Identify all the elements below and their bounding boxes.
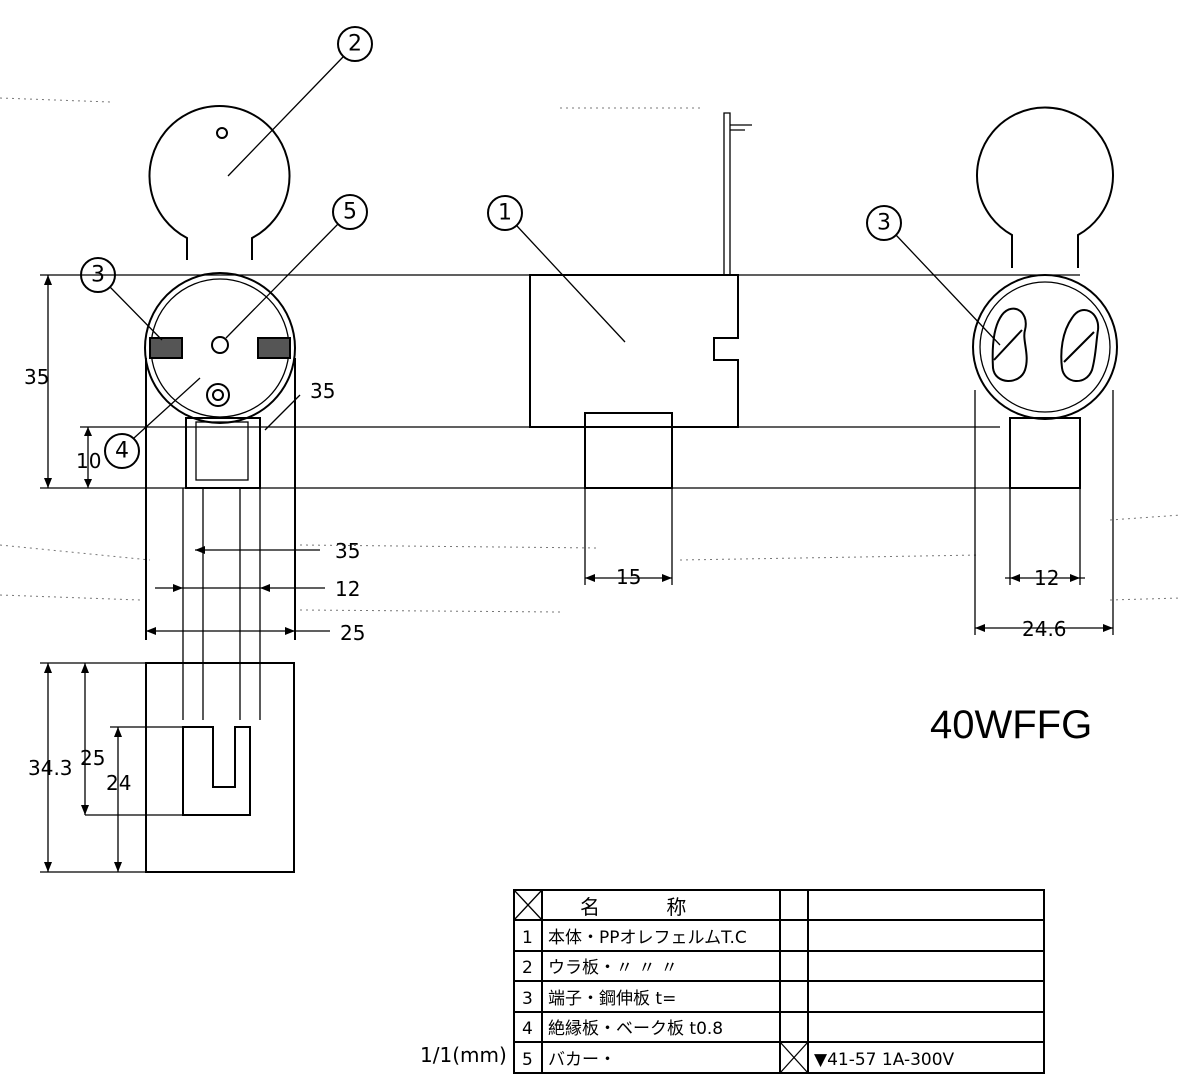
table-row-name: ウラ板・〃 〃 〃 <box>548 958 678 978</box>
front-view-dimensions: 35 10 35 35 12 25 <box>24 275 365 645</box>
table-row-no: 3 <box>522 989 533 1009</box>
callout-3-right: 3 <box>866 205 1001 346</box>
callout-1: 1 <box>487 195 626 343</box>
parts-table: 名 称 1 本体・PPオレフェルムT.C 2 ウラ板・〃 〃 〃 3 端子・鋼伸… <box>513 889 1045 1074</box>
dim-width-pin: 35 <box>335 539 360 563</box>
bottom-view: 34.3 25 24 <box>28 662 295 873</box>
table-row-no: 4 <box>522 1019 533 1039</box>
scale-note: 1/1(mm) <box>420 1043 507 1067</box>
svg-text:2: 2 <box>348 32 362 57</box>
table-row-name: 本体・PPオレフェルムT.C <box>548 928 747 948</box>
model-label: 40WFFG <box>930 703 1092 747</box>
dim-width-right-inner: 12 <box>1034 566 1059 590</box>
svg-text:4: 4 <box>115 439 129 464</box>
svg-text:3: 3 <box>877 211 891 236</box>
side-view: 15 <box>529 112 752 589</box>
construction-lines <box>0 97 1181 613</box>
callout-3-left: 3 <box>80 257 163 341</box>
dim-width-side-base: 15 <box>616 565 641 589</box>
table-row-no: 2 <box>522 958 533 978</box>
dim-bottom-total: 34.3 <box>28 756 73 780</box>
dim-height-body: 35 <box>24 365 49 389</box>
callout-5: 5 <box>225 194 368 339</box>
back-view: 12 24.6 <box>972 106 1118 641</box>
dim-width-right-outer: 24.6 <box>1022 617 1067 641</box>
dim-width-body: 25 <box>340 621 365 645</box>
callout-2: 2 <box>227 26 373 177</box>
svg-text:1: 1 <box>498 201 512 226</box>
table-row-name: バカー・ <box>548 1050 616 1070</box>
dim-width-slot: 12 <box>335 577 360 601</box>
table-row-no: 5 <box>522 1050 533 1070</box>
svg-text:3: 3 <box>91 263 105 288</box>
dim-bottom-mid: 25 <box>80 746 105 770</box>
table-row-name: 端子・鋼伸板 t= <box>548 989 676 1009</box>
svg-text:5: 5 <box>343 200 357 225</box>
dim-height-lower: 10 <box>76 449 101 473</box>
table-header-name: 名 称 <box>580 895 716 919</box>
rating-label: ▼41-57 1A-300V <box>814 1050 955 1070</box>
dim-bottom-slot: 24 <box>106 771 131 795</box>
table-row-name: 絶縁板・ベーク板 t0.8 <box>548 1019 723 1039</box>
table-row-no: 1 <box>522 928 533 948</box>
callout-4: 4 <box>104 377 201 469</box>
dim-angle-mark: 35 <box>310 379 335 403</box>
front-view <box>144 105 296 720</box>
